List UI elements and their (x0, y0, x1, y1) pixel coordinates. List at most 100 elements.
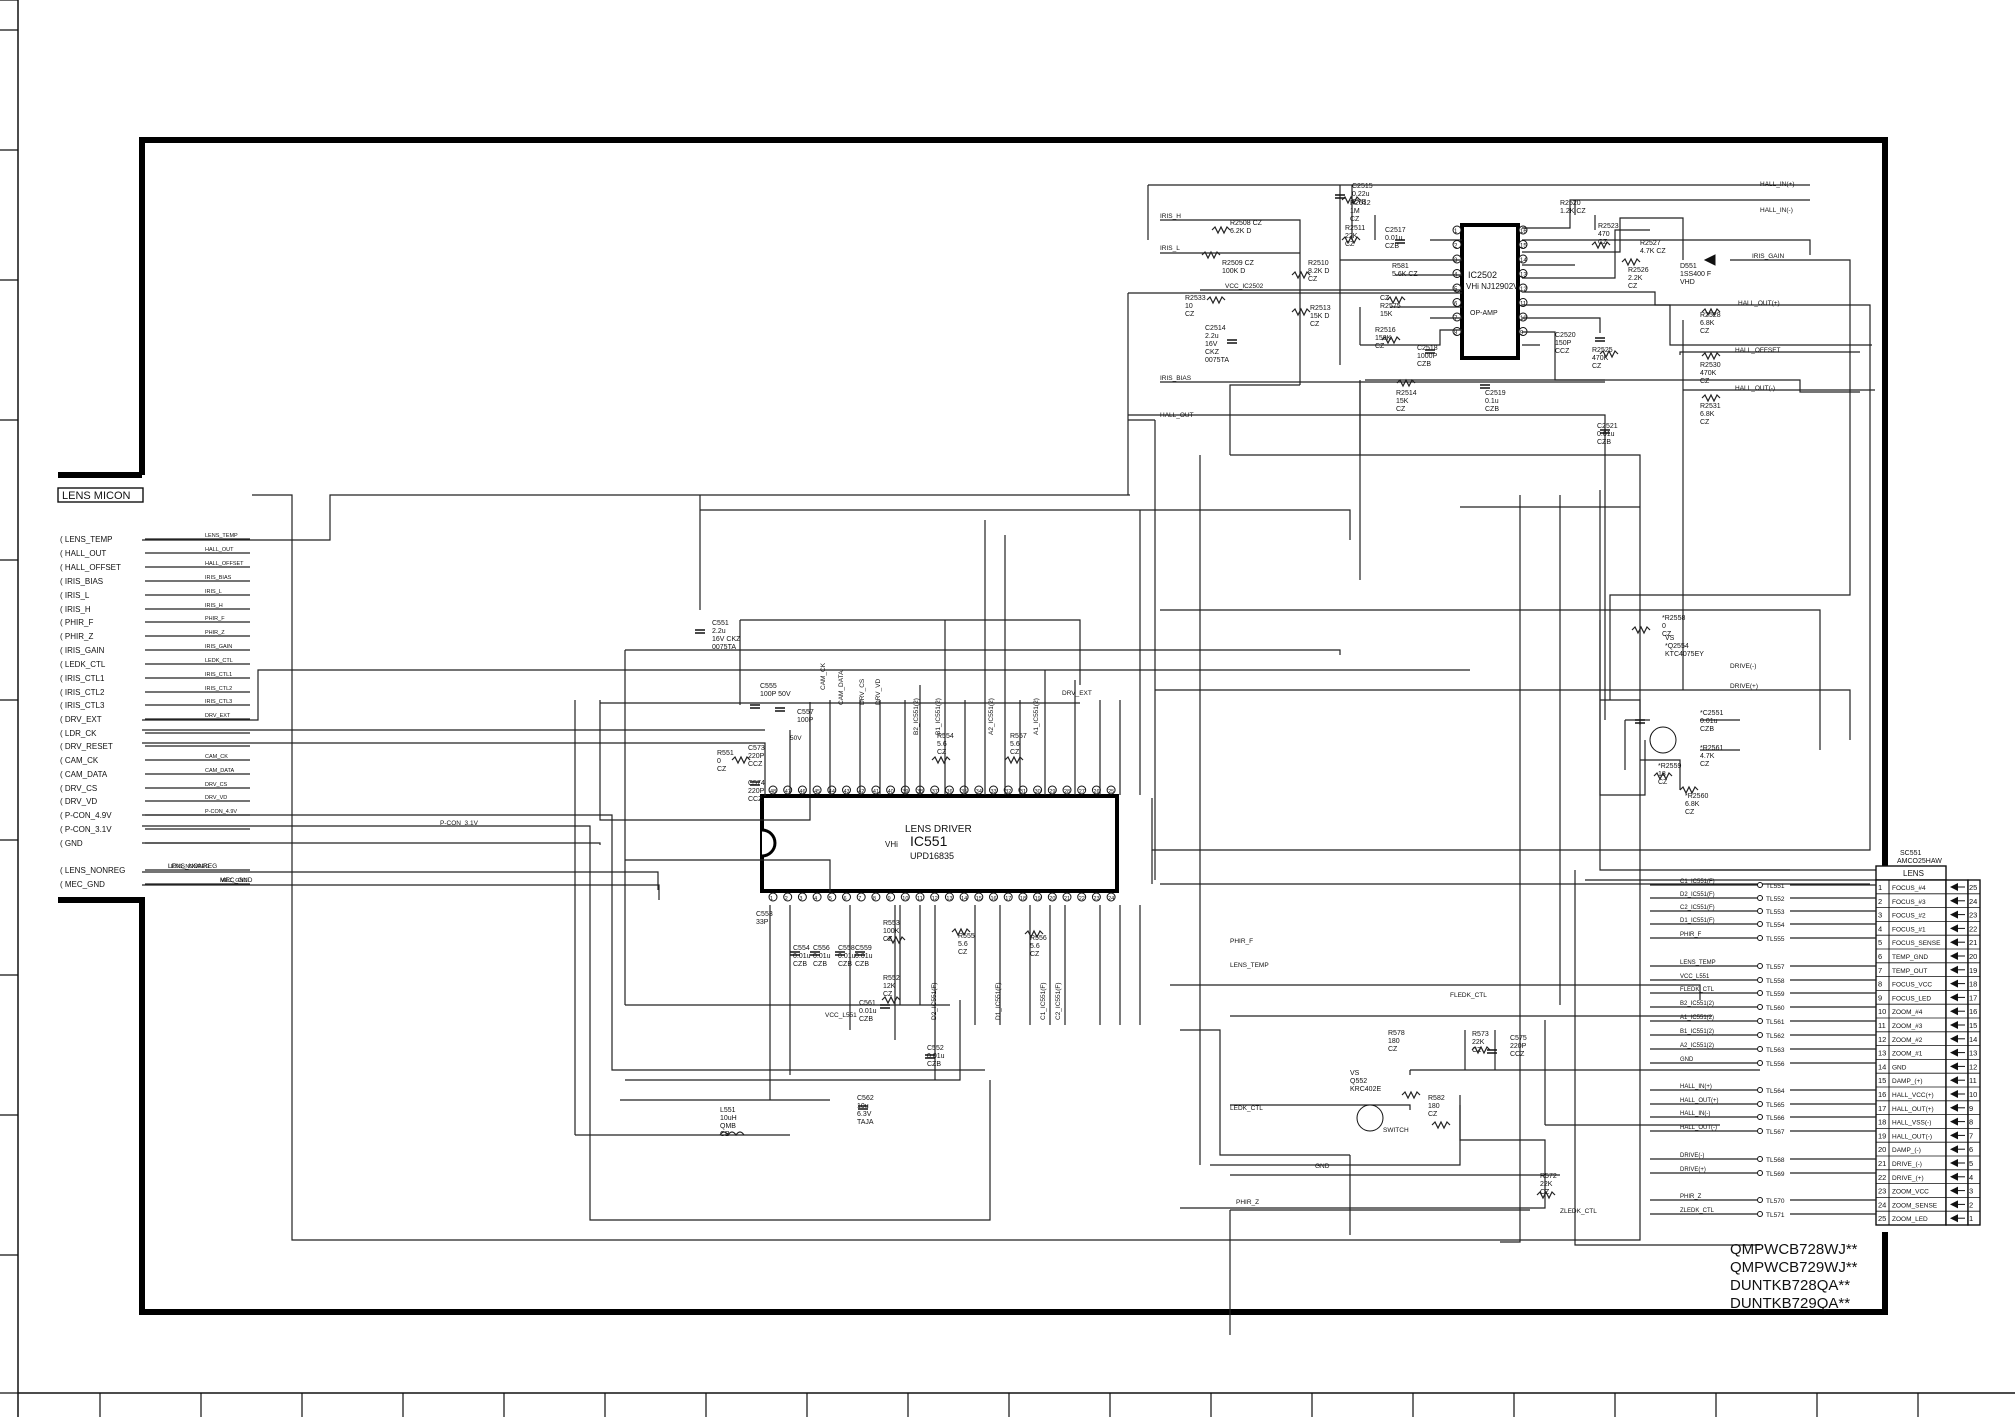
svg-text:C557: C557 (797, 709, 814, 716)
arrow-icon (1950, 1062, 1958, 1071)
svg-text:KRC402E: KRC402E (1350, 1086, 1381, 1093)
test-point-id: TL562 (1766, 1033, 1785, 1040)
test-point-id: TL555 (1766, 936, 1785, 943)
pin-number: 19 (1878, 1131, 1886, 1140)
arrow-icon (1950, 1200, 1958, 1209)
driver-pin-num: 9 (888, 896, 891, 902)
pin-label: ZOOM_#4 (1892, 1009, 1923, 1016)
arrow-icon (1950, 896, 1958, 905)
opamp-pin-num: 6 (1454, 302, 1458, 308)
svg-text:470: 470 (1598, 231, 1610, 238)
opamp-pin-num: 13 (1520, 273, 1527, 279)
pin-label: DRIVE_(-) (1892, 1161, 1922, 1168)
svg-text:15K: 15K (1380, 311, 1393, 318)
svg-text:470K: 470K (1592, 355, 1609, 362)
pin-number: 18 (1878, 1118, 1886, 1127)
arrow-icon (1950, 924, 1958, 933)
pin-number: 5 (1878, 938, 1882, 947)
arrow-icon (1950, 938, 1958, 947)
resistor-symbol (1536, 1190, 1556, 1200)
net-label: IRIS_L (1160, 245, 1180, 252)
pin-number-mate: 21 (1969, 938, 1977, 947)
test-point-net: HALL_IN(-) (1680, 1111, 1710, 1117)
driver-pin-num: 13 (946, 896, 952, 902)
resistor-symbol (1471, 1045, 1491, 1055)
pin-number-mate: 9 (1969, 1104, 1973, 1113)
pin-label: FOCUS_SENSE (1892, 940, 1941, 947)
micon-net-label: IRIS_L (205, 589, 222, 595)
micon-pin-label: ( IRIS_H (60, 605, 91, 614)
svg-text:R2511: R2511 (1345, 225, 1365, 232)
svg-text:CZB: CZB (1417, 361, 1431, 368)
svg-text:CKZ: CKZ (1205, 349, 1220, 356)
pin-label: ZOOM_#2 (1892, 1037, 1923, 1044)
net-label: LEDK_CTL (1230, 1105, 1263, 1112)
pin-number: 11 (1878, 1021, 1886, 1030)
svg-text:180: 180 (1388, 1038, 1400, 1045)
svg-text:CZ: CZ (1685, 809, 1695, 816)
pin-label: ZOOM_VCC (1892, 1189, 1929, 1196)
pin-number: 21 (1878, 1159, 1886, 1168)
net-labels-layer: IRIS_HIRIS_LVCC_IC2502IRIS_BIASHALL_OUTH… (168, 181, 1795, 1215)
model-3: DUNTKB728QA** (1730, 1277, 1850, 1294)
net-label: PHIR_F (1230, 938, 1253, 945)
arrow-icon (1950, 979, 1958, 988)
micon-pin-label: ( DRV_CS (60, 784, 97, 793)
test-point-id: TL570 (1766, 1198, 1785, 1205)
pin-number-mate: 7 (1969, 1131, 1973, 1140)
test-point-id: TL560 (1766, 1005, 1785, 1012)
svg-text:R551: R551 (717, 750, 734, 757)
svg-text:R553: R553 (883, 920, 900, 927)
pin-number-mate: 24 (1969, 897, 1977, 906)
driver-pin-num: 33 (991, 789, 997, 795)
svg-text:0: 0 (717, 758, 721, 765)
micon-net-label: MEC_GND (220, 878, 248, 884)
svg-text:6.2K D: 6.2K D (1230, 228, 1251, 235)
driver-pin-num: 5 (829, 896, 832, 902)
test-point-net: LENS_TEMP (1680, 960, 1716, 966)
micon-pin-label: ( PHIR_Z (60, 632, 93, 641)
svg-text:CZ: CZ (1380, 295, 1390, 302)
connector-part: AMCO25HAW (1897, 858, 1942, 865)
svg-text:2.2K: 2.2K (1628, 275, 1643, 282)
opamp-pin-num: 9 (1520, 331, 1524, 337)
micon-pin-label: ( DRV_EXT (60, 715, 102, 724)
net-label: SWITCH (1383, 1127, 1409, 1134)
pin-number-mate: 19 (1969, 966, 1977, 975)
svg-text:R581: R581 (1392, 263, 1409, 270)
resistor-symbol (1431, 1120, 1451, 1130)
driver-pin-num: 17 (1005, 896, 1011, 902)
svg-text:CZ: CZ (1030, 951, 1040, 958)
svg-text:CZ: CZ (1308, 276, 1318, 283)
svg-text:C2515: C2515 (1352, 183, 1373, 190)
svg-text:C552: C552 (927, 1045, 944, 1052)
arrow-icon (1950, 993, 1958, 1002)
